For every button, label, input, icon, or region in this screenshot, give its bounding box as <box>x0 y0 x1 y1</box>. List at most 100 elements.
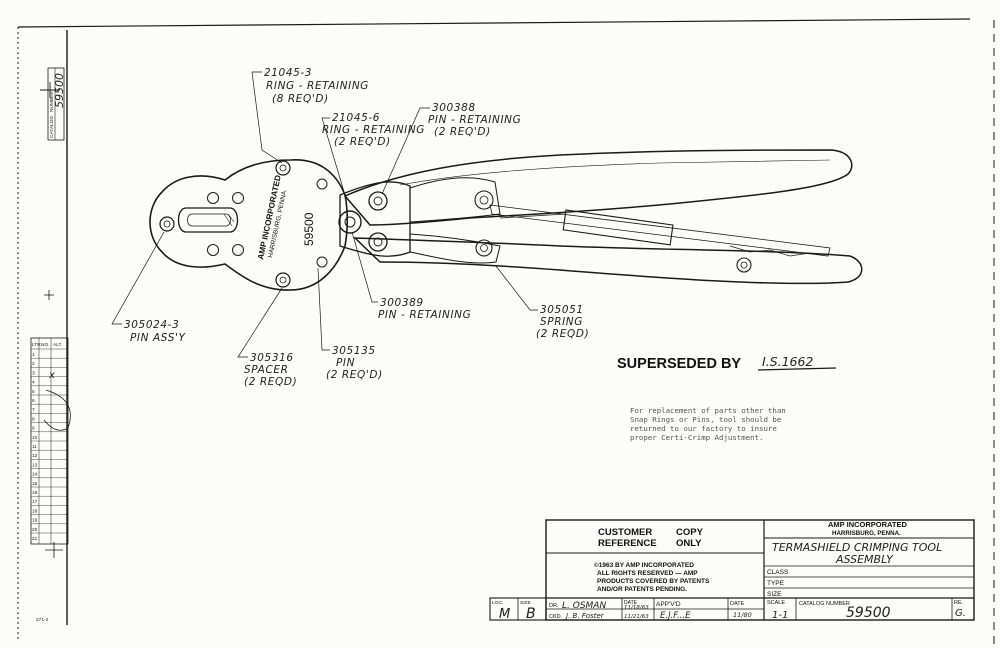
revision-row-number: 15 <box>32 481 38 487</box>
rev-value: G. <box>955 608 966 619</box>
approved-value: E.J.F...E <box>660 611 691 621</box>
sidebar-catalog-number: 59500 <box>53 73 66 108</box>
ratchet-bar <box>489 204 831 257</box>
lower-link <box>409 233 501 264</box>
pin-assy-hole <box>159 216 175 232</box>
pin-circle <box>373 237 383 247</box>
only-label: ONLY <box>676 538 702 549</box>
revision-mark: x <box>48 370 55 381</box>
callout-ring-retaining-8: 21045-3 RING - RETAINING (8 REQ'D) <box>251 67 369 164</box>
dr-label: DR. <box>549 603 559 609</box>
callout-description: SPACER <box>244 364 289 376</box>
revision-row-number: 2 <box>32 361 35 367</box>
callout-pin-retaining-300389: 300389 PIN - RETAINING <box>351 231 471 321</box>
upper-link <box>409 177 501 223</box>
catalog-number-label: CATALOG NUMBER <box>799 601 850 607</box>
callout-quantity: (2 REQ'D) <box>334 136 391 148</box>
loc-label: LOC. <box>492 600 503 606</box>
pin-circle <box>474 190 494 210</box>
note-line-1: For replacement of parts other than <box>630 406 786 415</box>
spring-rod <box>499 213 567 219</box>
crimp-die-hatch <box>223 213 235 227</box>
revision-row-number: 14 <box>32 472 38 478</box>
callout-quantity: (2 REQD) <box>536 328 589 340</box>
callout-pin-305135: 305135 PIN (2 REQ'D) <box>317 267 383 381</box>
spring-housing <box>562 209 674 246</box>
callout-description: PIN <box>336 357 355 369</box>
callout-part-number: 21045-6 <box>332 112 380 124</box>
revision-row-number: 6 <box>32 398 35 404</box>
callout-quantity: (2 REQ'D) <box>434 126 491 138</box>
crimp-die-slot <box>177 207 239 233</box>
date-1: 11/18/63 <box>624 605 649 611</box>
pin-assy-hole <box>163 220 171 228</box>
revision-row-number: 17 <box>32 499 38 505</box>
drawing-title-line-1: TERMASHIELD CRIMPING TOOL <box>772 541 942 554</box>
callout-part-number: 305135 <box>332 345 376 357</box>
dr-value: L. OSMAN <box>562 601 606 611</box>
revision-row-number: 3 <box>32 370 35 376</box>
callout-part-number: 305024-3 <box>124 319 179 331</box>
revision-row-number: 8 <box>32 416 35 422</box>
catalog-number-value: 59500 <box>846 605 891 621</box>
ring-retaining-circle <box>275 160 291 176</box>
company-name: AMP INCORPORATED <box>828 520 907 529</box>
date-label: DATE <box>624 600 638 606</box>
callout-description: RING - RETAINING <box>266 80 369 92</box>
callout-quantity: (2 REQ'D) <box>326 369 383 381</box>
handle-rivet-circle <box>740 261 748 269</box>
pin-circle <box>479 195 489 205</box>
catalog-label-1: CATALOG <box>49 116 55 138</box>
revision-row-number: 4 <box>32 380 35 386</box>
copy-label: COPY <box>676 527 704 538</box>
note-line-3: returned to our factory to insure <box>630 424 777 433</box>
head-number-text: 59500 <box>302 212 316 246</box>
sidebar-catalog: CATALOG NUMBER 59500 <box>40 67 66 141</box>
copyright-line-2: ALL RIGHTS RESERVED — AMP <box>597 570 698 577</box>
callout-quantity: (2 REQD) <box>244 376 297 388</box>
upper-handle <box>343 149 853 226</box>
copyright-line-1: ©1963 BY AMP INCORPORATED <box>594 561 694 569</box>
reference-label: REFERENCE <box>598 538 657 549</box>
revision-row-number: 19 <box>32 518 38 524</box>
crimp-die-inner <box>187 213 231 227</box>
head-hole <box>316 178 328 190</box>
callout-description: PIN - RETAINING <box>378 309 471 321</box>
head-hole <box>207 192 219 204</box>
callout-part-number: 21045-3 <box>264 67 312 79</box>
revision-row-number: 21 <box>32 536 38 542</box>
catalog-label-2: NUMBER <box>49 91 55 112</box>
callout-spring-305051: 305051 SPRING (2 REQD) <box>495 265 589 340</box>
replacement-note: For replacement of parts other than Snap… <box>630 406 786 442</box>
date-2: 11/21/63 <box>624 614 649 620</box>
form-code: 271-2 <box>36 617 49 623</box>
company-location: HARRISBURG, PENNA. <box>832 530 901 537</box>
superseded-label: SUPERSEDED BY <box>617 356 741 372</box>
revision-row-number: 18 <box>32 508 38 514</box>
callout-part-number: 300388 <box>432 102 476 114</box>
ratchet-teeth <box>729 245 811 257</box>
size-value: B <box>526 606 536 622</box>
pin-circle <box>373 196 383 206</box>
revision-row-number: 10 <box>32 435 38 441</box>
callout-description: RING - RETAINING <box>322 124 425 136</box>
rev-label: RE. <box>954 600 964 606</box>
revision-row-number: 11 <box>32 444 37 450</box>
copyright-line-3: PRODUCTS COVERED BY PATENTS <box>597 578 710 585</box>
scale-label: SCALE <box>767 600 785 606</box>
revision-circle-mark <box>43 389 71 431</box>
top-border-line <box>17 18 971 28</box>
class-label: CLASS <box>767 569 789 576</box>
title-block: CUSTOMER COPY REFERENCE ONLY ©1963 BY AM… <box>489 519 975 622</box>
ring-retaining-circle <box>275 272 291 288</box>
pivot-pin-circle <box>338 210 362 234</box>
revision-row-number: 13 <box>32 462 38 468</box>
size-label: SIZE <box>767 591 782 598</box>
revision-row-number: 1 <box>32 352 35 358</box>
revision-table: LTR. NO. ALT. 12345678910111213141516171… <box>30 337 71 545</box>
pivot-pin-circle <box>344 216 356 228</box>
pin-circle <box>368 232 388 252</box>
